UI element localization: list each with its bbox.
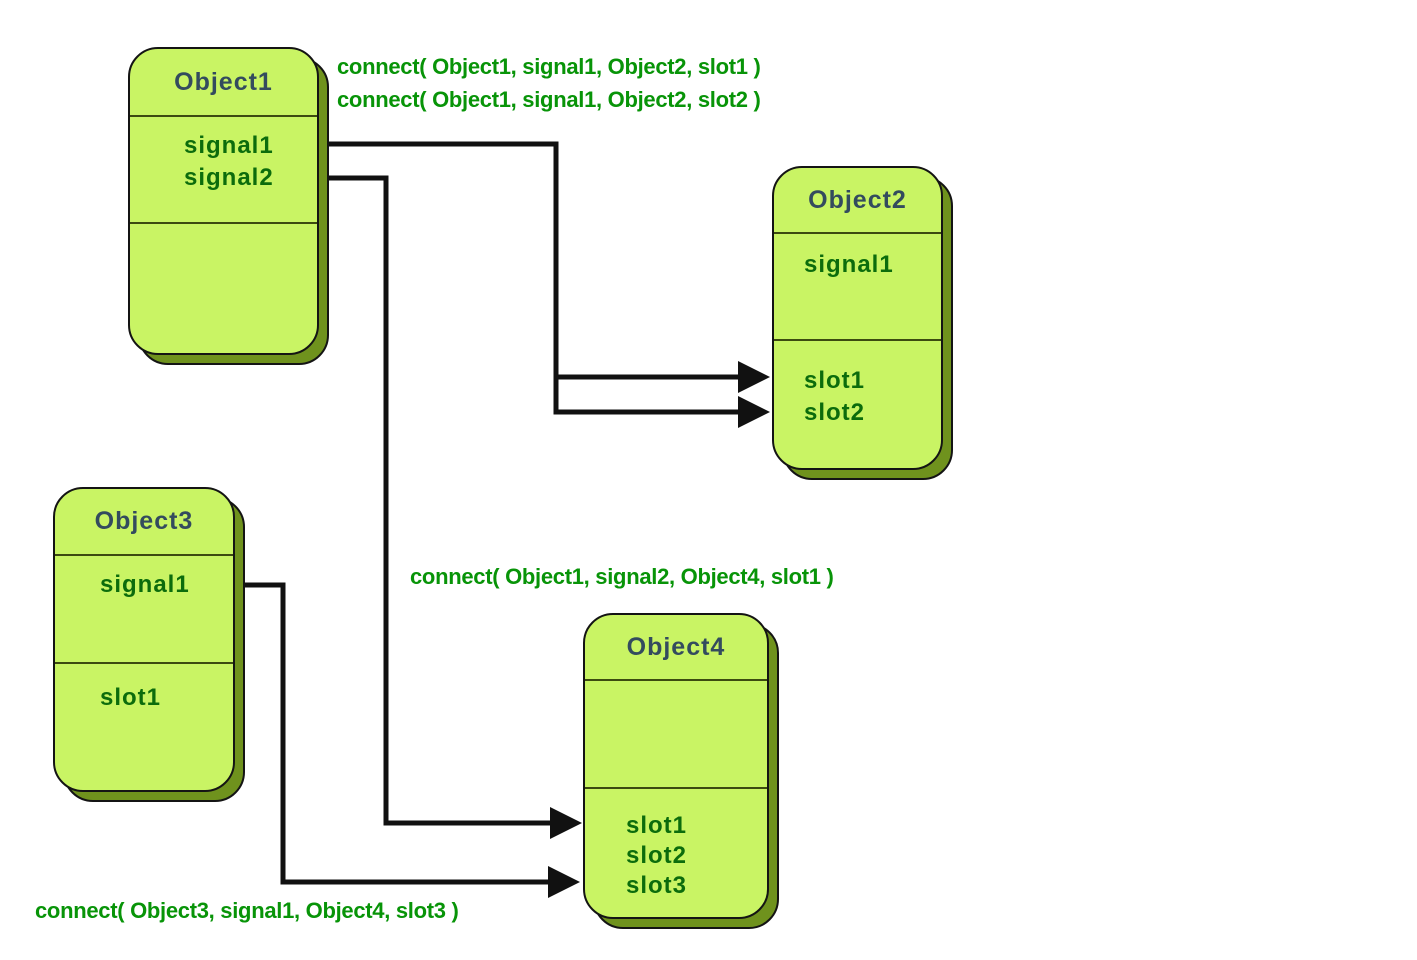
object2-signal1-label: signal1 [804, 251, 894, 278]
object1-signals-section: signal1 signal2 [130, 115, 317, 222]
object1-box: Object1 signal1 signal2 [128, 47, 329, 365]
object3-title: Object3 [94, 507, 194, 535]
connect-label-2: connect( Object1, signal1, Object2, slot… [337, 87, 761, 112]
arrowhead-object2-slot2-icon [738, 396, 770, 428]
object2-slot2-label: slot2 [804, 399, 866, 426]
object3-signal1-label: signal1 [100, 571, 190, 598]
object2-signals-section: signal1 [774, 232, 941, 339]
object1-box-body: Object1 signal1 signal2 [128, 47, 319, 355]
arrowhead-object4-slot1-icon [550, 807, 582, 839]
connector-object3-signal1-to-object4-slot3 [243, 582, 550, 885]
arrowhead-object4-slot3-icon [548, 866, 580, 898]
object3-box: Object3 signal1 slot1 [53, 487, 245, 802]
object2-box-body: Object2 signal1 slot1 slot2 [772, 166, 943, 470]
object3-signals-section: signal1 [55, 554, 233, 662]
object4-slots-section: slot1 slot2 slot3 [585, 787, 767, 917]
connect-label-1: connect( Object1, signal1, Object2, slot… [337, 54, 761, 79]
connector-object1-signal1-to-object2-slot2 [553, 377, 740, 415]
object1-empty-section [130, 222, 317, 353]
object1-signal1-label: signal1 [184, 132, 274, 159]
arrowhead-object2-slot1-icon [738, 361, 770, 393]
connector-object1-signal1-to-object2-slot1 [322, 141, 740, 380]
object4-slot3-label: slot3 [626, 872, 688, 899]
connect-label-3: connect( Object1, signal2, Object4, slot… [410, 564, 834, 589]
object4-slot2-label: slot2 [626, 842, 688, 869]
object3-slot1-label: slot1 [100, 684, 162, 711]
object4-slot1-label: slot1 [626, 812, 688, 839]
object2-box: Object2 signal1 slot1 slot2 [772, 166, 953, 480]
object1-title: Object1 [174, 67, 273, 96]
object4-box-body: Object4 slot1 slot2 slot3 [583, 613, 769, 919]
connector-object1-signal2-to-object4-slot1 [322, 175, 552, 826]
object3-box-body: Object3 signal1 slot1 [53, 487, 235, 792]
object4-empty-section [585, 679, 767, 787]
connect-label-4: connect( Object3, signal1, Object4, slot… [35, 898, 459, 923]
object2-slots-section: slot1 slot2 [774, 339, 941, 468]
object4-box: Object4 slot1 slot2 slot3 [583, 613, 779, 929]
object1-signal2-label: signal2 [184, 164, 274, 191]
object3-slots-section: slot1 [55, 662, 233, 790]
object2-slot1-label: slot1 [804, 367, 866, 394]
object2-title: Object2 [808, 185, 907, 214]
object4-title: Object4 [626, 632, 726, 661]
